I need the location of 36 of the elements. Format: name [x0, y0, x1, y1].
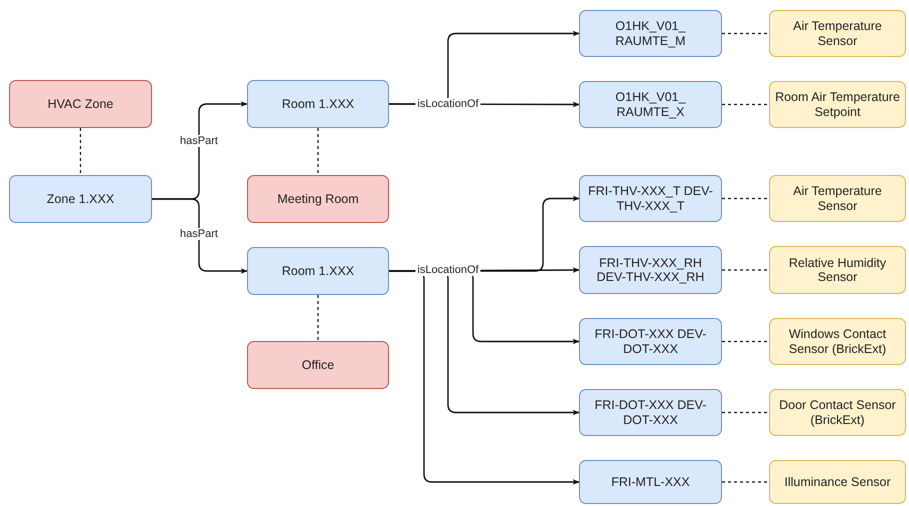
sensor-type-box: Door Contact Sensor (BrickExt): [769, 389, 906, 436]
entity-box: Room 1.XXX: [247, 247, 389, 295]
type-box: Office: [247, 341, 389, 389]
entity-box: FRI-DOT-XXX DEV-DOT-XXX: [579, 318, 722, 365]
dashed-connector: [722, 198, 769, 200]
type-box: Meeting Room: [247, 175, 389, 223]
entity-box: FRI-THV-XXX_RH DEV-THV-XXX_RH: [579, 246, 722, 294]
dashed-connector: [722, 269, 769, 271]
arrow: [389, 270, 580, 485]
entity-box: FRI-THV-XXX_T DEV-THV-XXX_T: [579, 175, 722, 222]
sensor-type-box: Relative Humidity Sensor: [769, 246, 906, 294]
sensor-type-box: Room Air Temperature Setpoint: [769, 81, 906, 128]
dashed-connector: [80, 128, 82, 175]
edge-label: isLocationOf: [415, 98, 481, 110]
entity-box: FRI-MTL-XXX: [579, 460, 722, 504]
entity-box: O1HK_V01_ RAUMTE_M: [579, 10, 722, 57]
entity-box: Zone 1.XXX: [9, 175, 152, 223]
dashed-connector: [317, 128, 319, 175]
edge-label: hasPart: [178, 135, 220, 147]
entity-box: O1HK_V01_ RAUMTE_X: [579, 81, 722, 128]
arrow: [152, 198, 248, 274]
dashed-connector: [722, 32, 769, 34]
type-box: HVAC Zone: [9, 80, 152, 128]
edge-label: hasPart: [178, 228, 220, 240]
edge-label: isLocationOf: [415, 264, 481, 276]
dashed-connector: [317, 295, 319, 341]
sensor-type-box: Illuminance Sensor: [769, 460, 906, 504]
dashed-connector: [722, 104, 769, 106]
dashed-connector: [722, 481, 769, 483]
entity-box: FRI-DOT-XXX DEV-DOT-XXX: [579, 389, 722, 436]
dashed-connector: [722, 412, 769, 414]
sensor-type-box: Air Temperature Sensor: [769, 10, 906, 57]
sensor-type-box: Windows Contact Sensor (BrickExt): [769, 318, 906, 365]
sensor-type-box: Air Temperature Sensor: [769, 175, 906, 222]
entity-box: Room 1.XXX: [247, 80, 389, 128]
dashed-connector: [722, 340, 769, 342]
